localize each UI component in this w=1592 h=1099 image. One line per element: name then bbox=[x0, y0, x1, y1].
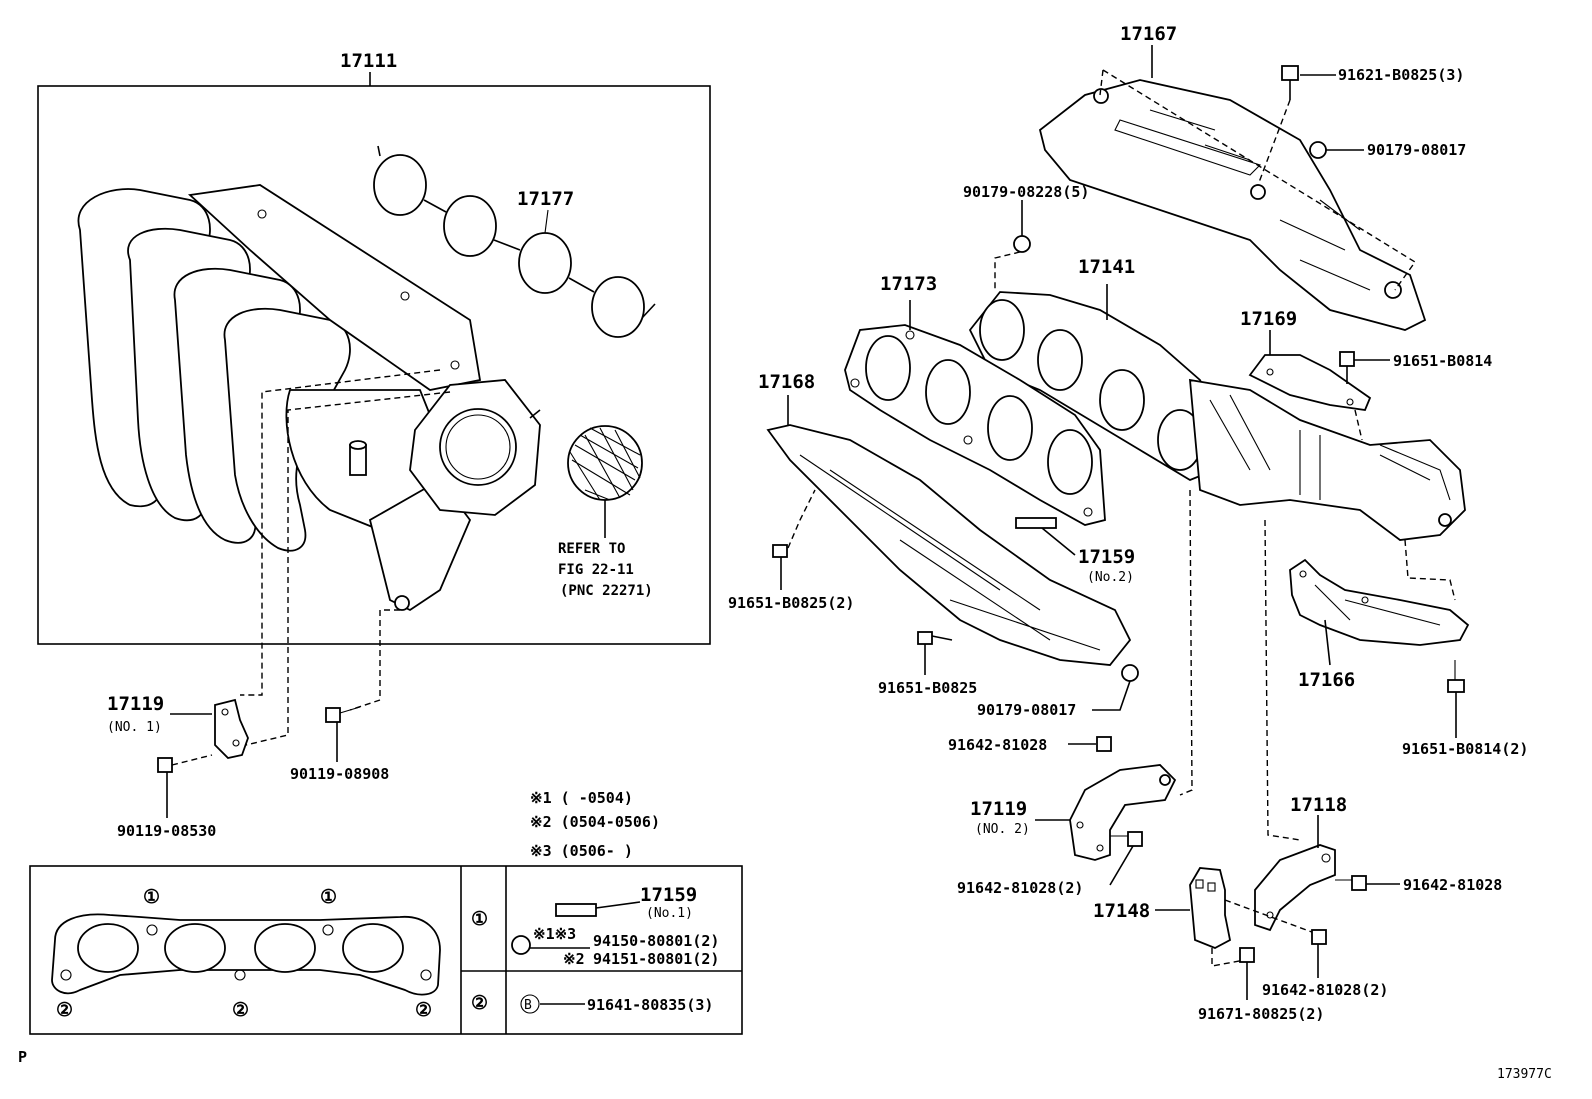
heat-insulator-17168 bbox=[766, 395, 1132, 666]
label-90119-08908: 90119-08908 bbox=[290, 765, 389, 783]
refer-line-1: REFER TO bbox=[558, 541, 625, 557]
refer-line-2: FIG 22-11 bbox=[558, 562, 634, 578]
stud-17159-no2 bbox=[1015, 517, 1076, 556]
legend-row1-mark: ① bbox=[471, 908, 488, 930]
label-91651-b0814-2: 91651-B0814(2) bbox=[1402, 740, 1528, 758]
label-17166: 17166 bbox=[1298, 669, 1355, 691]
bolt-91621-b0825 bbox=[1257, 65, 1336, 186]
label-90179-08228: 90179-08228(5) bbox=[963, 183, 1089, 201]
label-17169: 17169 bbox=[1240, 308, 1297, 330]
exhaust-manifold-17141 bbox=[968, 284, 1466, 541]
intake-manifold-frame bbox=[37, 85, 711, 645]
nut-90179-08017-mid bbox=[1092, 664, 1139, 711]
label-17148: 17148 bbox=[1093, 900, 1150, 922]
bolt-90119-08908 bbox=[325, 706, 361, 762]
bolt-91642-81028-c bbox=[1335, 875, 1400, 891]
legend-row1-part: 17159 bbox=[640, 884, 697, 906]
label-91642-81028-a: 91642-81028 bbox=[948, 736, 1047, 754]
label-90119-08530: 90119-08530 bbox=[117, 822, 216, 840]
legend-row2-b: B bbox=[524, 998, 532, 1013]
legend-row1-pn1: 94150-80801(2) bbox=[593, 932, 719, 950]
bolt-90119-08530 bbox=[157, 754, 213, 818]
note-1: ※1 ( -0504) bbox=[530, 789, 633, 807]
label-17119-no2-sub: (NO. 2) bbox=[975, 822, 1030, 837]
label-91621-b0825: 91621-B0825(3) bbox=[1338, 66, 1464, 84]
throttle-body-gasket bbox=[567, 425, 643, 538]
bolt-91642-81028-b bbox=[1109, 831, 1143, 886]
label-17159-no2: 17159 bbox=[1078, 546, 1135, 568]
gasket-mark-2c: ② bbox=[415, 999, 432, 1021]
label-91671-80825: 91671-80825(2) bbox=[1198, 1005, 1324, 1023]
label-17118: 17118 bbox=[1290, 794, 1347, 816]
legend-row2-pn: 91641-80835(3) bbox=[587, 996, 713, 1014]
legend-row1-marks: ※1※3 bbox=[533, 925, 576, 943]
label-91642-81028-d: 91642-81028(2) bbox=[1262, 981, 1388, 999]
bolt-91642-81028-a bbox=[1068, 736, 1112, 752]
bolt-91651-b0825 bbox=[917, 631, 953, 675]
bracket-17119-no1 bbox=[170, 698, 249, 759]
legend-row1-sub: (No.1) bbox=[646, 906, 693, 921]
label-17167: 17167 bbox=[1120, 23, 1177, 45]
note-3: ※3 (0506- ) bbox=[530, 842, 633, 860]
plate-17148 bbox=[1155, 867, 1321, 967]
label-17159-no2-sub: (No.2) bbox=[1087, 570, 1134, 585]
bolt-91671-80825 bbox=[1239, 947, 1255, 1000]
label-17141: 17141 bbox=[1078, 256, 1135, 278]
legend-row1-mark2: ※2 bbox=[563, 950, 585, 968]
label-91651-b0825: 91651-B0825 bbox=[878, 679, 977, 697]
label-90179-08017-mid: 90179-08017 bbox=[977, 701, 1076, 719]
label-91642-81028-b: 91642-81028(2) bbox=[957, 879, 1083, 897]
gasket-mark-2b: ② bbox=[232, 999, 249, 1021]
bracket-17169 bbox=[1248, 330, 1372, 441]
gasket-mark-1b: ① bbox=[320, 886, 337, 908]
legend-table: ① ① ② ② ② ① ② 17159 (No.1) ※1※3 94150-80… bbox=[29, 865, 743, 1035]
gasket-mark-2a: ② bbox=[56, 999, 73, 1021]
label-17168: 17168 bbox=[758, 371, 815, 393]
nut-90179-08017-top bbox=[1309, 141, 1364, 159]
label-17111: 17111 bbox=[340, 50, 397, 72]
note-2: ※2 (0504-0506) bbox=[530, 813, 660, 831]
bolt-91651-b0825-2 bbox=[772, 489, 816, 590]
label-17119-no1: 17119 bbox=[107, 693, 164, 715]
heat-insulator-17166 bbox=[1289, 539, 1470, 666]
intake-manifold bbox=[77, 184, 541, 612]
label-17119-no2: 17119 bbox=[970, 798, 1027, 820]
legend-row2-mark: ② bbox=[471, 992, 488, 1014]
refer-line-3: (PNC 22271) bbox=[560, 583, 653, 599]
bolt-91642-81028-d bbox=[1311, 929, 1327, 978]
bracket-17119-no2 bbox=[1035, 489, 1193, 861]
bolt-91651-b0814 bbox=[1339, 351, 1390, 384]
bolt-91651-b0814-2 bbox=[1447, 660, 1465, 738]
exhaust-gasket-17173 bbox=[844, 300, 1106, 526]
nut-90179-08228 bbox=[994, 200, 1031, 290]
heat-insulator-17167 bbox=[1038, 45, 1427, 331]
label-91642-81028-c: 91642-81028 bbox=[1403, 876, 1502, 894]
intake-manifold-group: 17111 bbox=[37, 50, 711, 746]
gasket-mark-1a: ① bbox=[143, 886, 160, 908]
legend-row1-pn2: 94151-80801(2) bbox=[593, 950, 719, 968]
label-17119-no1-sub: (NO. 1) bbox=[107, 720, 162, 735]
footer-left: P bbox=[18, 1048, 27, 1066]
footer-right: 173977C bbox=[1497, 1067, 1552, 1082]
label-91651-b0825-2: 91651-B0825(2) bbox=[728, 594, 854, 612]
label-90179-08017-top: 90179-08017 bbox=[1367, 141, 1466, 159]
bracket-17118 bbox=[1254, 519, 1336, 932]
label-91651-b0814: 91651-B0814 bbox=[1393, 352, 1492, 370]
label-17177: 17177 bbox=[517, 188, 574, 210]
label-17173: 17173 bbox=[880, 273, 937, 295]
intake-gasket-17177 bbox=[373, 145, 656, 338]
